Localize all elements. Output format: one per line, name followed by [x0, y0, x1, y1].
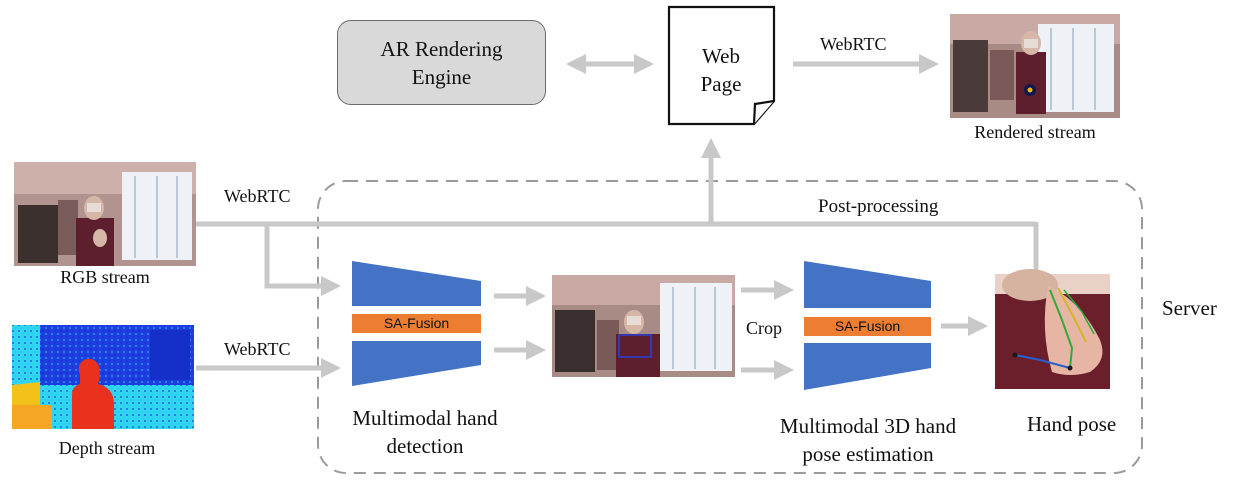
pose-caption-line1: Multimodal 3D hand [779, 414, 957, 438]
detection-fusion-label: SA-Fusion [383, 315, 450, 331]
depth-stream-caption: Depth stream [58, 438, 156, 458]
webrtc-top-label: WebRTC [820, 34, 887, 54]
rendered-stream-image [950, 14, 1120, 118]
detection-caption-line1: Multimodal hand [352, 406, 498, 430]
pose-encoder-bottom [804, 343, 931, 390]
depth-stream-image [12, 325, 194, 429]
web-page-document-icon [667, 5, 776, 126]
rendered-stream-caption: Rendered stream [974, 122, 1096, 142]
detection-encoder-bottom [352, 341, 481, 386]
webrtc-rgb-label: WebRTC [224, 186, 291, 206]
detection-result-image [552, 275, 735, 377]
rgb-stream-caption: RGB stream [60, 267, 150, 287]
pose-fusion-label: SA-Fusion [834, 318, 901, 334]
web-page-line2: Page [700, 72, 742, 96]
crop-label: Crop [746, 318, 782, 338]
detection-encoder-top [352, 261, 481, 306]
web-page-label: Web Page [676, 42, 766, 98]
server-label: Server [1162, 296, 1217, 320]
detection-caption: Multimodal hand detection [330, 404, 520, 460]
rgb-stream-image [14, 162, 196, 266]
server-boundary [317, 180, 1143, 474]
engine-label-line1: AR Rendering [380, 36, 503, 61]
engine-label-line2: Engine [411, 64, 472, 89]
ar-rendering-engine-box: AR Rendering Engine [337, 20, 546, 105]
hand-pose-image [995, 269, 1110, 389]
pose-encoder-top [804, 261, 931, 308]
detection-fusion-block [352, 314, 481, 333]
rgb-detection-arrow [264, 224, 341, 296]
webrtc-depth-label: WebRTC [224, 339, 291, 359]
hand-pose-caption: Hand pose [1027, 412, 1117, 436]
web-page-line1: Web [702, 44, 740, 68]
post-processing-label: Post-processing [818, 196, 939, 217]
pose-estimation-caption: Multimodal 3D hand pose estimation [758, 412, 978, 468]
pose-caption-line2: pose estimation [802, 442, 934, 466]
pose-fusion-block [804, 317, 931, 336]
detection-caption-line2: detection [386, 434, 464, 458]
